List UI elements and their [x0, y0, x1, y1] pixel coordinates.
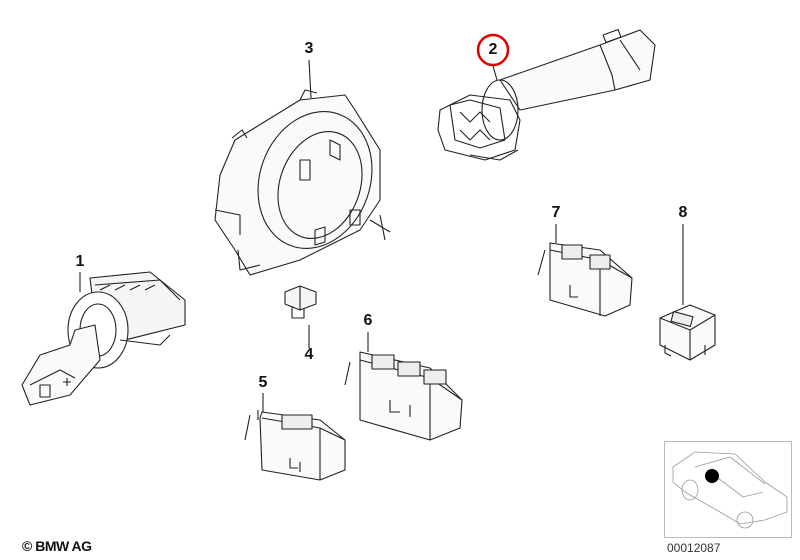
part-7-switch-block — [537, 242, 633, 317]
callout-6: 6 — [363, 312, 373, 329]
diagram-id: 00012087 — [667, 541, 721, 555]
part-5-switch-block — [244, 410, 346, 481]
callout-5: 5 — [258, 374, 268, 391]
copyright-text: © BMW AG — [22, 538, 92, 554]
callout-1: 1 — [75, 253, 85, 270]
callout-8: 8 — [678, 204, 688, 221]
part-1-wiper-switch — [21, 271, 186, 406]
part-4-pin — [284, 285, 317, 319]
part-6-switch-block — [344, 351, 463, 441]
callout-2: 2 — [488, 41, 498, 58]
vehicle-location-thumbnail — [664, 441, 792, 538]
callout-7: 7 — [551, 204, 561, 221]
part-8-switch — [659, 304, 716, 361]
callout-3: 3 — [304, 40, 314, 57]
part-2-turn-signal-switch — [437, 28, 656, 161]
part-3-clock-spring — [214, 89, 391, 276]
callout-4: 4 — [304, 346, 314, 363]
leader-lines — [79, 59, 684, 412]
car-outline-icon — [672, 451, 788, 529]
highlight-circle — [476, 33, 510, 67]
